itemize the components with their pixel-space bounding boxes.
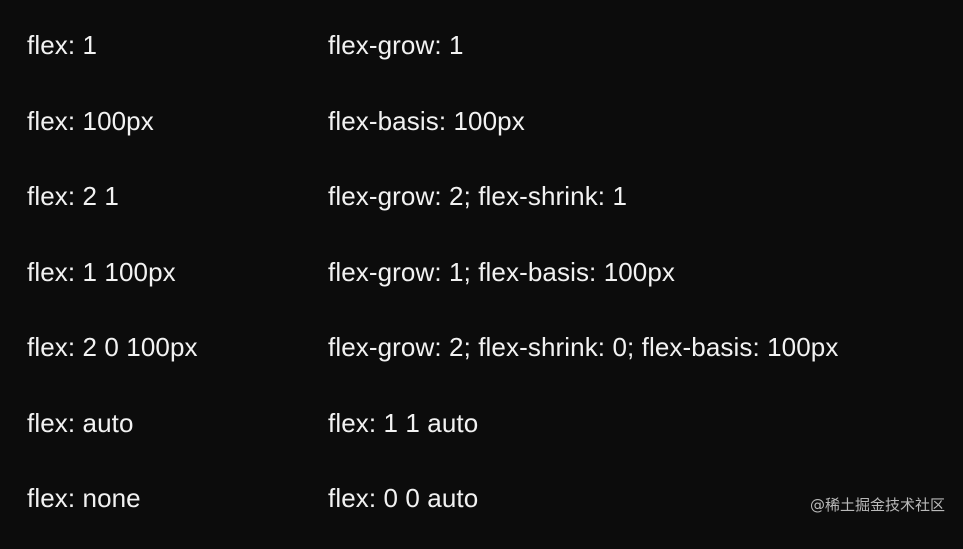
table-row: flex: none flex: 0 0 auto — [27, 473, 947, 549]
shorthand-cell: flex: 1 — [27, 30, 98, 60]
table-row: flex: 100px flex-basis: 100px — [27, 96, 947, 172]
shorthand-cell: flex: none — [27, 483, 141, 513]
longhand-cell: flex-grow: 1; flex-basis: 100px — [328, 256, 676, 287]
table-row: flex: auto flex: 1 1 auto — [27, 398, 947, 474]
shorthand-cell: flex: 2 1 — [27, 181, 119, 211]
table-row: flex: 2 0 100px flex-grow: 2; flex-shrin… — [27, 322, 947, 398]
table-row: flex: 1 flex-grow: 1 — [27, 20, 947, 96]
longhand-cell: flex-grow: 1 — [328, 30, 464, 60]
longhand-cell: flex: 0 0 auto — [328, 483, 479, 513]
longhand-cell: flex-basis: 100px — [328, 105, 525, 136]
longhand-cell: flex-grow: 2; flex-shrink: 1 — [328, 181, 628, 211]
flex-shorthand-table: flex: 1 flex-grow: 1 flex: 100px flex-ba… — [27, 20, 947, 549]
shorthand-cell: flex: 1 100px — [27, 256, 176, 287]
watermark: @稀土掘金技术社区 — [809, 496, 945, 514]
longhand-cell: flex-grow: 2; flex-shrink: 0; flex-basis… — [328, 332, 839, 362]
shorthand-cell: flex: 2 0 100px — [27, 332, 198, 362]
shorthand-cell: flex: auto — [27, 407, 134, 438]
shorthand-cell: flex: 100px — [27, 105, 154, 136]
table-row: flex: 1 100px flex-grow: 1; flex-basis: … — [27, 247, 947, 323]
table-row: flex: 2 1 flex-grow: 2; flex-shrink: 1 — [27, 171, 947, 247]
longhand-cell: flex: 1 1 auto — [328, 407, 479, 438]
